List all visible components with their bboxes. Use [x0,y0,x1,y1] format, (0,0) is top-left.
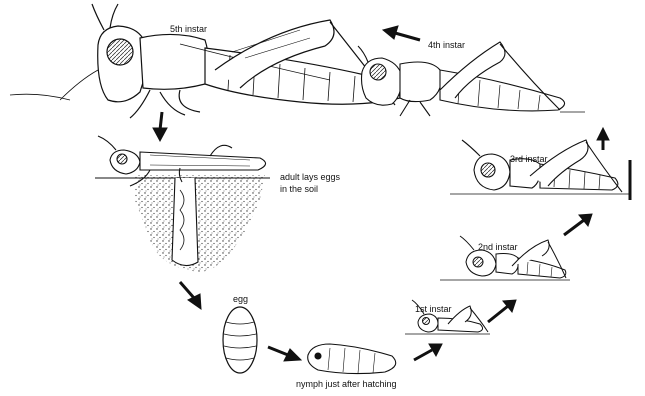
arrow-third-to-fourth [597,128,609,150]
fifth-instar-grasshopper [10,4,400,118]
arrow-second-to-third [564,214,592,235]
label-1st-instar: 1st instar [415,304,452,315]
arrow-egg-to-nymph [268,347,301,361]
adult-laying-eggs [95,136,270,272]
label-5th-instar: 5th instar [170,24,207,35]
label-2nd-instar: 2nd instar [478,242,518,253]
hatchling-nymph [308,344,396,374]
label-egg: egg [233,294,248,305]
label-adult-line1: adult lays eggs [280,172,340,183]
fourth-instar-grasshopper [358,42,585,116]
label-3rd-instar: 3rd instar [510,154,548,165]
egg-illustration [223,307,257,373]
arrow-first-to-second [488,300,516,322]
arrow-4th-to-5th [383,26,420,40]
label-adult-line2: in the soil [280,184,318,195]
arrow-5th-to-adult [153,112,167,141]
arrow-nymph-to-first [414,344,442,360]
label-nymph: nymph just after hatching [296,379,397,390]
arrow-adult-to-egg [180,282,201,309]
label-4th-instar: 4th instar [428,40,465,51]
